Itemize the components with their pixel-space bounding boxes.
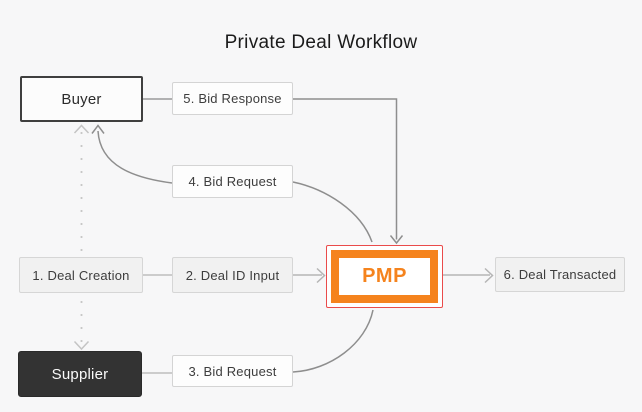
step-bid-request-buyer-label: 4. Bid Request [188,174,277,189]
arrowhead-down-pmp-top [389,235,404,245]
arrowhead-right-deal-transacted [484,267,494,284]
step-bid-response: 5. Bid Response [172,82,293,115]
node-buyer: Buyer [20,76,143,122]
step-deal-creation: 1. Deal Creation [19,257,143,293]
connector-bid-response-to-pmp [293,98,398,240]
step-deal-transacted-label: 6. Deal Transacted [503,267,617,282]
arrowhead-down-dotted [73,340,90,351]
step-deal-id-input-label: 2. Deal ID Input [185,267,280,283]
connector-bid-request-to-pmp-top [292,181,373,243]
node-supplier: Supplier [18,351,142,397]
connector-bid-request-to-buyer [97,130,173,184]
node-buyer-label: Buyer [61,90,102,108]
arrowhead-up-buyer [91,124,105,134]
step-bid-request-supplier: 3. Bid Request [172,355,293,387]
node-pmp-label: PMP [362,265,407,287]
connector-bid-request-to-pmp-bottom [292,309,374,373]
step-deal-id-input: 2. Deal ID Input [172,257,293,293]
page-title: Private Deal Workflow [224,32,418,53]
step-bid-request-supplier-label: 3. Bid Request [188,363,277,379]
step-bid-request-buyer: 4. Bid Request [172,165,293,198]
node-pmp-inner-frame: PMP [331,250,438,303]
step-deal-transacted: 6. Deal Transacted [495,257,625,292]
step-bid-response-label: 5. Bid Response [183,91,282,106]
arrowhead-up-dotted [73,124,90,134]
arrowhead-right-pmp [316,267,326,284]
node-pmp: PMP [326,245,443,308]
step-deal-creation-label: 1. Deal Creation [32,267,130,283]
node-supplier-label: Supplier [51,365,109,383]
